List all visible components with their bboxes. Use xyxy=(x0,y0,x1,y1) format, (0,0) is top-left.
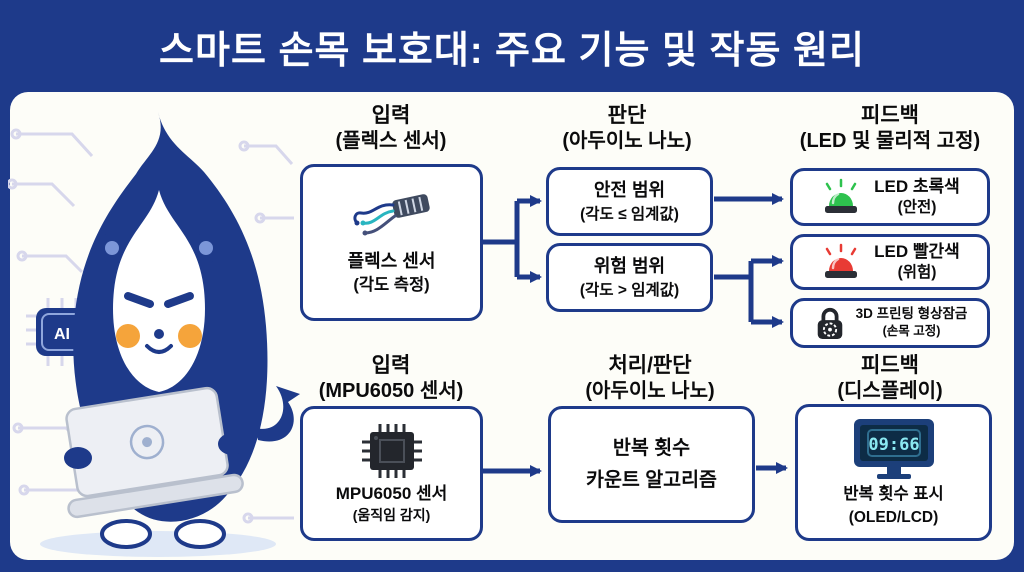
box-label: 반복 횟수 표시 xyxy=(843,484,944,503)
column-header-feedback-bottom: 피드백 (디스플레이) xyxy=(770,353,1010,403)
mascot-nose xyxy=(154,329,164,339)
mascot-character: AI xyxy=(8,112,300,557)
display-screen-value: 09:66 xyxy=(868,435,919,455)
mpu-sensor-box: MPU6050 센서 (움직임 감지) xyxy=(300,406,483,541)
column-header-text: (플렉스 센서) xyxy=(335,129,447,152)
header: 스마트 손목 보호대: 주요 기능 및 작동 원리 xyxy=(0,0,1024,92)
box-sublabel: (각도 > 임계값) xyxy=(579,281,680,299)
ai-chip-label: AI xyxy=(54,326,70,343)
box-label: 안전 범위 xyxy=(593,180,666,201)
box-label: MPU6050 센서 xyxy=(335,484,448,504)
column-header-text: 입력 xyxy=(371,104,411,127)
box-label: 플렉스 센서 xyxy=(347,250,436,271)
shape-lock-text: 3D 프린팅 형상잠금 (손목 고정) xyxy=(856,306,968,340)
box-sublabel: (손목 고정) xyxy=(882,324,941,339)
box-label: 카운트 알고리즘 xyxy=(586,469,717,491)
column-header-process-bottom: 처리/판단 (아두이노 나노) xyxy=(545,353,755,403)
mpu-chip-icon xyxy=(361,424,422,479)
mascot-eyes xyxy=(124,292,194,308)
box-label: LED 빨간색 xyxy=(874,242,960,262)
box-sublabel: (OLED/LCD) xyxy=(848,509,939,527)
box-label: 반복 횟수 xyxy=(612,436,691,459)
counter-algorithm-box: 반복 횟수 카운트 알고리즘 xyxy=(548,406,755,523)
column-header-text: (아두이노 나노) xyxy=(562,129,692,152)
box-sublabel: (위험) xyxy=(897,264,937,282)
box-label: 위험 범위 xyxy=(593,256,666,277)
column-header-text: 입력 xyxy=(371,354,411,377)
column-header-text: (아두이노 나노) xyxy=(585,379,715,402)
circuit-traces-decoration xyxy=(8,128,294,524)
column-header-text: (디스플레이) xyxy=(837,379,943,402)
flex-sensor-box: 플렉스 센서 (각도 측정) xyxy=(300,164,483,321)
mascot-paws xyxy=(64,433,246,469)
column-header-judge-top: 판단 (아두이노 나노) xyxy=(537,103,717,153)
page-title: 스마트 손목 보호대: 주요 기능 및 작동 원리 xyxy=(159,29,865,72)
box-sublabel: (움직임 감지) xyxy=(352,507,431,524)
box-label: 3D 프린팅 형상잠금 xyxy=(855,306,968,322)
column-header-text: 피드백 xyxy=(861,354,919,377)
mascot-mouth xyxy=(145,344,173,354)
mascot-ears xyxy=(97,233,221,263)
column-header-text: 판단 xyxy=(607,104,647,127)
led-green-text: LED 초록색 (안전) xyxy=(874,176,960,218)
box-label: LED 초록색 xyxy=(874,177,960,197)
column-header-text: 피드백 xyxy=(861,104,919,127)
column-header-text: (MPU6050 센서) xyxy=(318,379,464,402)
column-header-feedback-top: 피드백 (LED 및 물리적 고정) xyxy=(770,103,1010,153)
column-header-text: 처리/판단 xyxy=(608,354,692,377)
mascot-tail xyxy=(256,386,300,442)
safe-range-box: 안전 범위 (각도 ≤ 임계값) xyxy=(546,167,713,236)
led-red-box: LED 빨간색 (위험) xyxy=(790,234,990,290)
flex-sensor-icon xyxy=(352,194,430,236)
column-header-input-top: 입력 (플렉스 센서) xyxy=(299,103,483,153)
column-header-text: (LED 및 물리적 고정) xyxy=(799,129,981,152)
led-red-text: LED 빨간색 (위험) xyxy=(874,241,960,283)
mascot-shadow xyxy=(40,531,276,557)
shape-lock-box: 3D 프린팅 형상잠금 (손목 고정) xyxy=(790,298,990,348)
display-box: 09:66 반복 횟수 표시 (OLED/LCD) xyxy=(795,404,992,541)
mascot-feet xyxy=(100,519,226,549)
box-sublabel: (각도 측정) xyxy=(353,276,430,295)
led-green-box: LED 초록색 (안전) xyxy=(790,168,990,226)
display-icon: 09:66 xyxy=(853,418,934,479)
mascot-cheeks xyxy=(116,324,202,348)
danger-range-box: 위험 범위 (각도 > 임계값) xyxy=(546,243,713,312)
box-sublabel: (각도 ≤ 임계값) xyxy=(580,205,679,223)
box-sublabel: (안전) xyxy=(897,199,937,217)
led-green-icon xyxy=(825,178,858,213)
led-red-icon xyxy=(825,243,858,278)
lock-icon xyxy=(817,307,842,340)
mascot-laptop xyxy=(65,386,244,519)
column-header-input-bottom: 입력 (MPU6050 센서) xyxy=(299,353,483,403)
